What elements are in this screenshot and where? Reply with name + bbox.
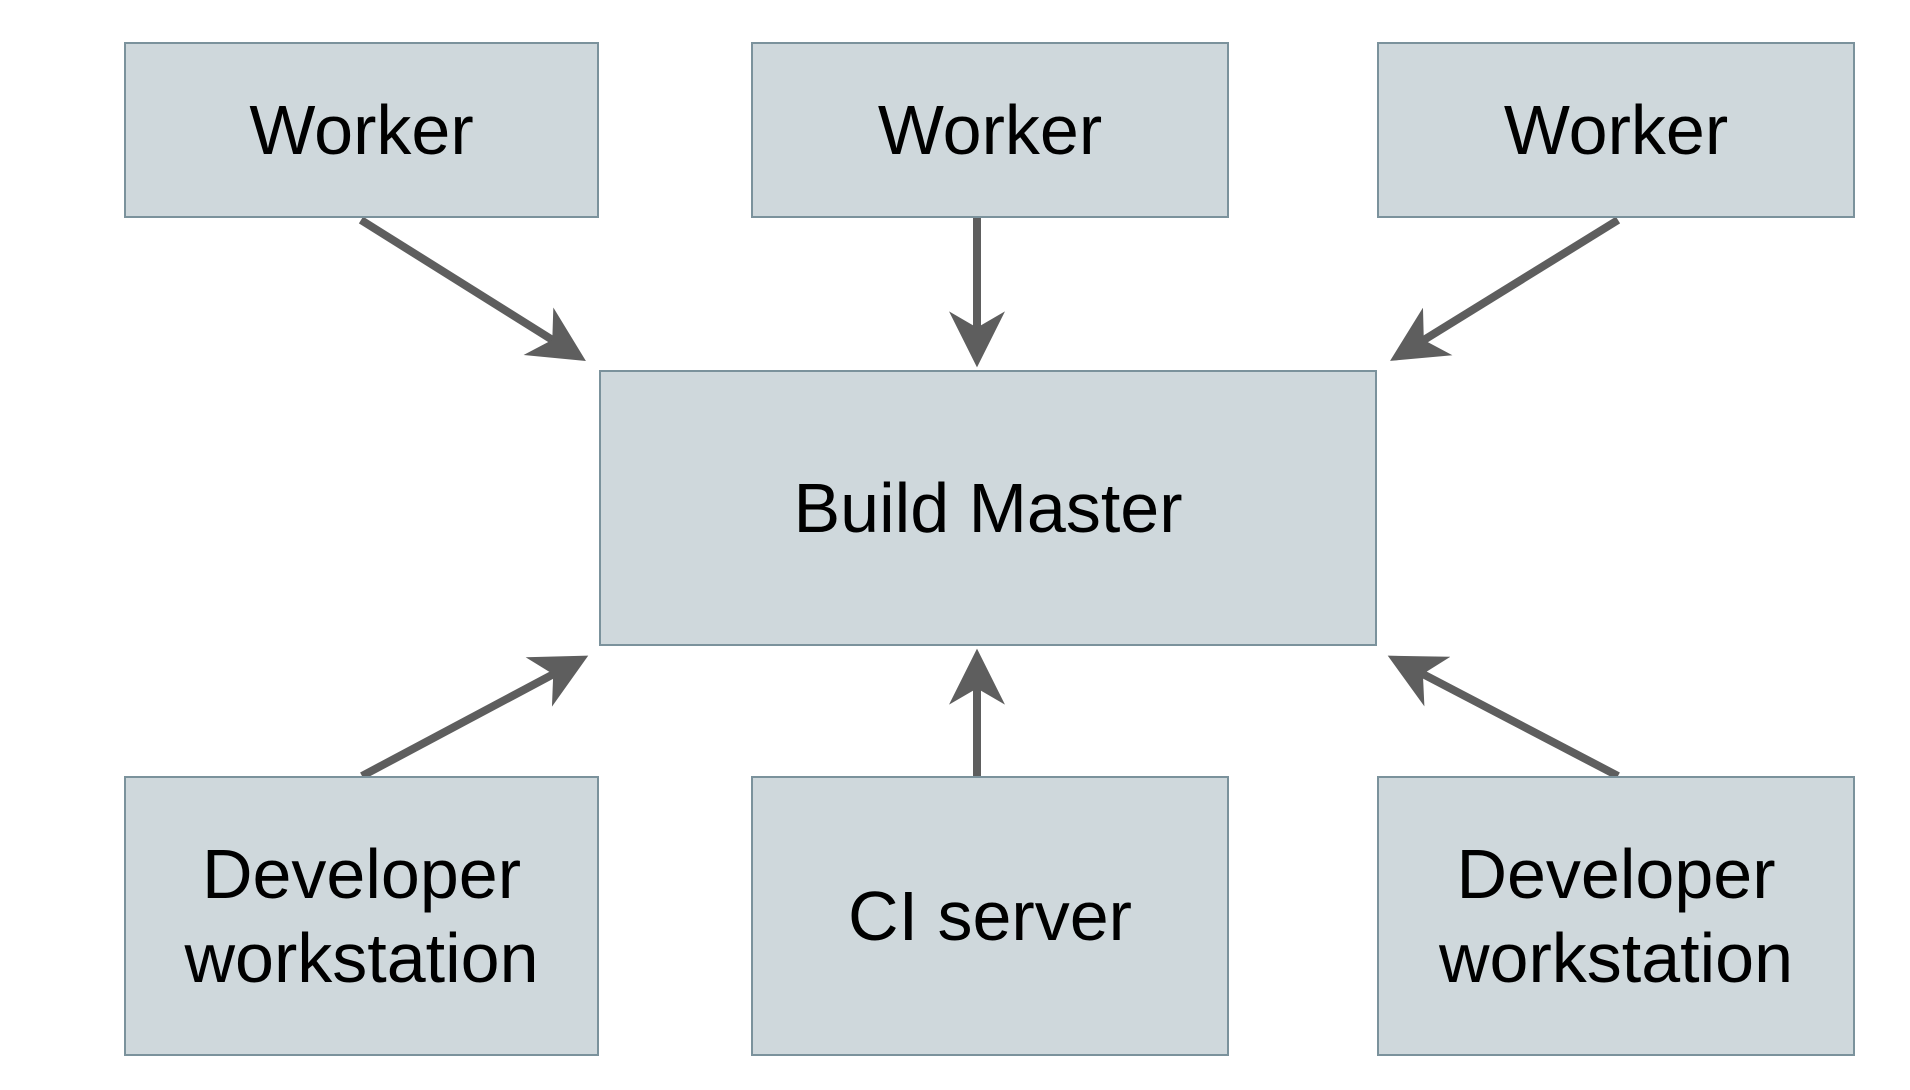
- arrow-devleft-to-buildmaster: [360, 655, 589, 780]
- node-developer-workstation-left: Developer workstation: [124, 776, 599, 1056]
- node-ci-server-label: CI server: [848, 877, 1132, 955]
- node-worker-3-label: Worker: [1503, 91, 1729, 169]
- node-ci-server: CI server: [751, 776, 1229, 1056]
- node-build-master: Build Master: [599, 370, 1377, 646]
- node-build-master-label: Build Master: [793, 469, 1183, 547]
- node-worker-1: Worker: [124, 42, 599, 218]
- node-developer-workstation-left-label: Developer workstation: [184, 835, 539, 997]
- arrow-worker3-to-buildmaster: [1390, 216, 1621, 361]
- node-worker-2-label: Worker: [877, 91, 1103, 169]
- node-worker-3: Worker: [1377, 42, 1855, 218]
- node-worker-2: Worker: [751, 42, 1229, 218]
- node-worker-1-label: Worker: [249, 91, 474, 169]
- arrow-devright-to-buildmaster: [1387, 655, 1620, 780]
- node-developer-workstation-right-label: Developer workstation: [1438, 835, 1794, 997]
- arrow-worker1-to-buildmaster: [358, 216, 586, 361]
- node-developer-workstation-right: Developer workstation: [1377, 776, 1855, 1056]
